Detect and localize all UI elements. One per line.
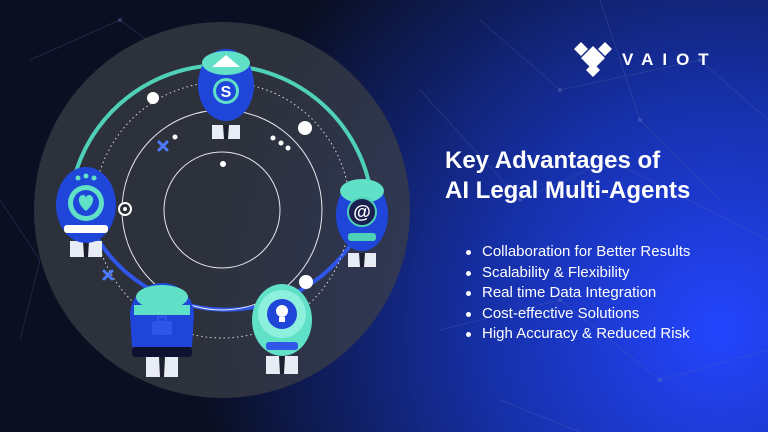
vaiot-logo: VAIOT [574, 40, 718, 80]
bullet-icon [466, 250, 471, 255]
title-line-2: AI Legal Multi-Agents [445, 177, 691, 204]
list-item: Real time Data Integration [466, 283, 690, 304]
page-title: Key Advantages of AI Legal Multi-Agents [445, 146, 745, 206]
list-item-label: Real time Data Integration [482, 284, 657, 301]
chat-agent [56, 167, 116, 257]
list-item: Collaboration for Better Results [466, 242, 690, 263]
list-item-label: Cost-effective Solutions [482, 304, 640, 322]
brand-name: VAIOT [622, 50, 718, 69]
lightbulb-icon [276, 305, 288, 322]
node-dot [270, 135, 276, 141]
heart-chat-icon [78, 195, 94, 211]
node-dot [278, 140, 284, 146]
briefcase-agent [130, 283, 194, 377]
bullet-icon [466, 311, 471, 317]
bullet-icon [466, 332, 471, 337]
dollar-agent: S [198, 49, 254, 139]
briefcase-icon [152, 316, 172, 335]
idea-agent [252, 284, 312, 374]
outer-disk [34, 22, 410, 398]
node-dot [147, 92, 159, 104]
title-line-1: Key Advantages of [445, 147, 661, 174]
bullet-icon [466, 270, 471, 276]
node-dot [299, 275, 313, 289]
list-item: Scalability & Flexibility [466, 263, 690, 284]
x-mark-icon [102, 140, 169, 281]
list-item-label: High Accuracy & Reduced Risk [482, 325, 690, 342]
list-item: Cost-effective Solutions [466, 304, 690, 325]
list-item-label: Collaboration for Better Results [482, 243, 691, 260]
advantages-list: Collaboration for Better Results Scalabi… [466, 242, 690, 345]
list-item: High Accuracy & Reduced Risk [466, 324, 690, 345]
node-dot [285, 145, 291, 151]
node-dot [220, 161, 226, 167]
at-sign-icon [347, 197, 377, 227]
svg-text:S: S [221, 84, 232, 101]
email-agent: @ [336, 179, 388, 267]
list-item-label: Scalability & Flexibility [482, 263, 630, 281]
svg-text:@: @ [353, 202, 371, 222]
bullet-icon [466, 291, 471, 296]
node-dot [172, 134, 178, 140]
inner-ring [163, 151, 281, 269]
node-dot [298, 121, 312, 135]
vaiot-logo-icon [574, 42, 612, 77]
